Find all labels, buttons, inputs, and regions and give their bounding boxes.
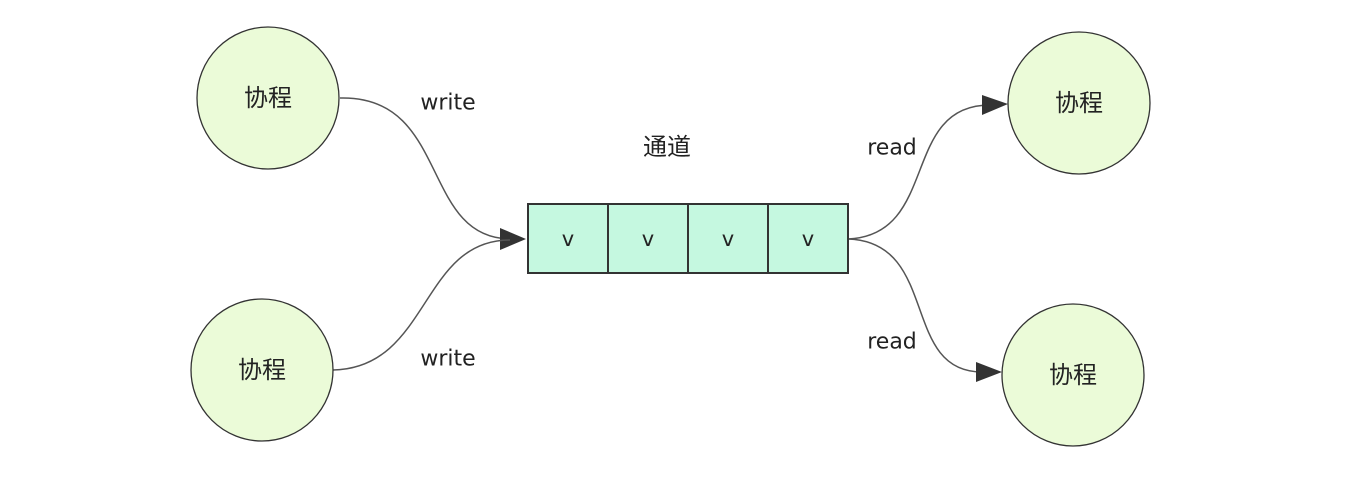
write-edge-bottom — [332, 239, 511, 371]
read-label-top: read — [867, 136, 917, 161]
write-label-top: write — [420, 91, 475, 116]
write-label-bottom: write — [420, 347, 475, 372]
writer-node-bottom: 协程 — [190, 298, 334, 442]
channel-title: 通道 — [643, 133, 691, 161]
write-edge-top-arrowhead — [500, 228, 526, 250]
read-edge-top-arrowhead — [982, 95, 1008, 115]
channel-slot-4: v — [767, 203, 849, 274]
writer-node-top-circle — [196, 26, 340, 170]
writer-node-bottom-label: 协程 — [238, 356, 286, 384]
writer-node-top-label: 协程 — [244, 84, 292, 112]
reader-node-bottom-circle — [1001, 303, 1145, 447]
reader-node-top: 协程 — [1007, 31, 1151, 175]
read-edge-bottom-arrowhead — [976, 362, 1002, 382]
write-edge-top — [339, 97, 511, 240]
channel-slot-1: v — [527, 203, 609, 274]
writer-node-top: 协程 — [196, 26, 340, 170]
reader-node-bottom: 协程 — [1001, 303, 1145, 447]
read-edge-bottom — [847, 238, 983, 373]
writer-node-bottom-circle — [190, 298, 334, 442]
reader-node-bottom-label: 协程 — [1049, 361, 1097, 389]
read-label-bottom: read — [867, 330, 917, 355]
read-edge-top — [847, 104, 991, 240]
channel-buffer: v v v v — [527, 203, 849, 274]
channel-slot-2-value: v — [642, 227, 654, 251]
reader-node-top-circle — [1007, 31, 1151, 175]
reader-node-top-label: 协程 — [1055, 89, 1103, 117]
channel-slot-3-value: v — [722, 227, 734, 251]
channel-slot-4-value: v — [802, 227, 814, 251]
channel-slot-2: v — [607, 203, 689, 274]
channel-slot-3: v — [687, 203, 769, 274]
channel-slot-4-box — [767, 203, 849, 274]
channel-slot-1-value: v — [562, 227, 574, 251]
